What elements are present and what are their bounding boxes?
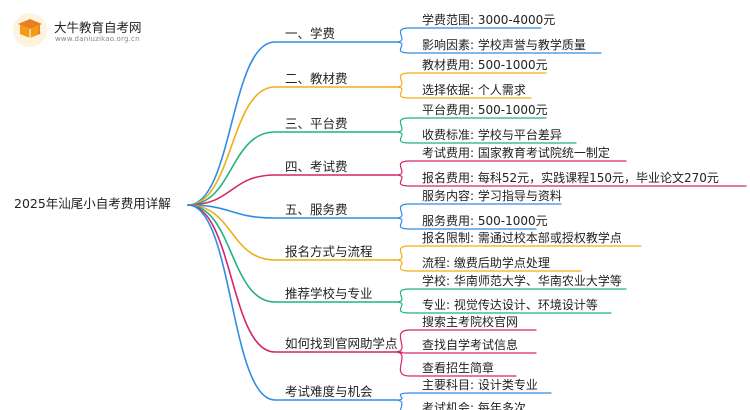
leaf-node: 考试机会: 每年多次: [422, 401, 526, 410]
graduation-book-icon: [12, 12, 48, 48]
connector-line: [394, 160, 627, 176]
connector-line: [394, 203, 562, 219]
leaf-node: 查找自学考试信息: [422, 338, 519, 352]
connector-line: [394, 27, 542, 43]
connector-line: [187, 86, 396, 206]
leaf-node: 平台费用: 500-1000元: [422, 103, 548, 117]
connector-line: [394, 392, 552, 401]
leaf-node: 学费范围: 3000-4000元: [422, 13, 556, 27]
branch-node-5: 五、服务费: [285, 202, 348, 217]
connector-line: [187, 204, 396, 401]
connector-line: [394, 245, 642, 261]
brand-name: 大牛教育自考网: [54, 20, 142, 35]
connector-line: [394, 86, 532, 99]
branch-node-8: 如何找到官网助学点: [285, 336, 398, 351]
leaf-node: 选择依据: 个人需求: [422, 83, 526, 97]
connector-line: [394, 41, 602, 54]
connector-line: [187, 131, 396, 206]
branch-node-1: 一、学费: [285, 26, 336, 41]
connector-line: [394, 301, 612, 314]
connector-line: [394, 259, 582, 272]
leaf-node: 报名限制: 需通过校本部或授权教学点: [422, 231, 622, 245]
connector-line: [394, 329, 537, 353]
connector-line: [187, 174, 396, 206]
leaf-node: 查看招生简章: [422, 361, 495, 375]
leaf-node: 学校: 华南师范大学、华南农业大学等: [422, 274, 622, 288]
root-node: 2025年汕尾小自考费用详解: [14, 196, 171, 211]
leaf-node: 搜索主考院校官网: [422, 315, 519, 329]
branch-node-6: 报名方式与流程: [285, 244, 373, 259]
branch-node-2: 二、教材费: [285, 71, 348, 86]
connector-line: [187, 204, 396, 219]
connector-line: [187, 41, 396, 206]
connector-line: [394, 351, 517, 377]
leaf-node: 服务费用: 500-1000元: [422, 214, 548, 228]
connector-line: [187, 204, 396, 353]
leaf-node: 考试费用: 国家教育考试院统一制定: [422, 146, 610, 160]
leaf-node: 教材费用: 500-1000元: [422, 58, 548, 72]
leaf-node: 服务内容: 学习指导与资料: [422, 189, 562, 203]
leaf-node: 影响因素: 学校声誉与教学质量: [422, 38, 586, 52]
connector-line: [394, 288, 627, 303]
leaf-node: 流程: 缴费后助学点处理: [422, 256, 550, 270]
connector-line: [394, 217, 537, 230]
branch-node-4: 四、考试费: [285, 159, 348, 174]
connector-line: [394, 351, 537, 354]
brand-url: www.daniuzikao.org.cn: [55, 35, 140, 43]
leaf-node: 报名费用: 每科52元，实践课程150元，毕业论文270元: [422, 171, 719, 185]
connector-line: [394, 117, 547, 133]
branch-node-3: 三、平台费: [285, 116, 348, 131]
leaf-node: 主要科目: 设计类专业: [422, 378, 538, 392]
branch-node-7: 推荐学校与专业: [285, 286, 373, 301]
connector-line: [394, 72, 547, 88]
branch-node-9: 考试难度与机会: [285, 384, 373, 399]
connector-line: [394, 174, 747, 187]
leaf-node: 收费标准: 学校与平台差异: [422, 128, 562, 142]
connector-line: [187, 204, 396, 303]
connector-line: [394, 399, 403, 410]
connector-line: [394, 131, 577, 144]
connector-line: [187, 204, 396, 261]
leaf-node: 专业: 视觉传达设计、环境设计等: [422, 298, 598, 312]
